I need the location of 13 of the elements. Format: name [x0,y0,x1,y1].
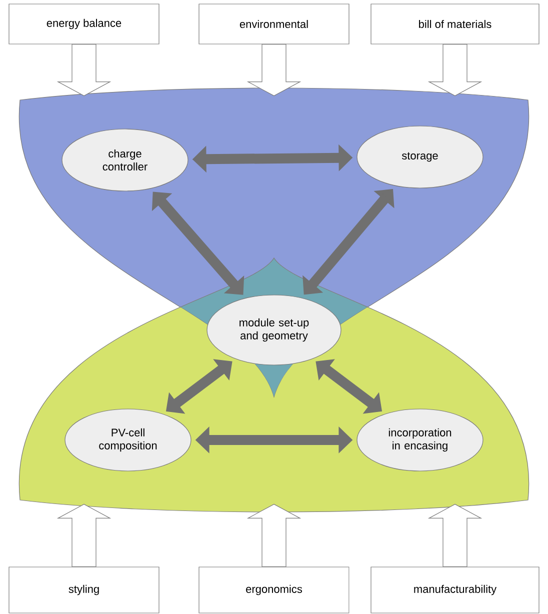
block-arrow [428,504,482,567]
double-arrow [152,192,244,295]
block-arrow [246,504,302,567]
input-box: bill of materials [370,4,540,44]
block-arrow [56,504,112,567]
input-box: environmental [198,4,350,44]
block-arrow [246,44,302,96]
block-arrow [428,44,482,96]
input-box: ergonomics [198,566,350,614]
input-box: styling [8,566,160,614]
block-arrow [56,44,112,96]
input-box: manufacturability [370,566,540,614]
input-box: energy balance [8,4,160,44]
